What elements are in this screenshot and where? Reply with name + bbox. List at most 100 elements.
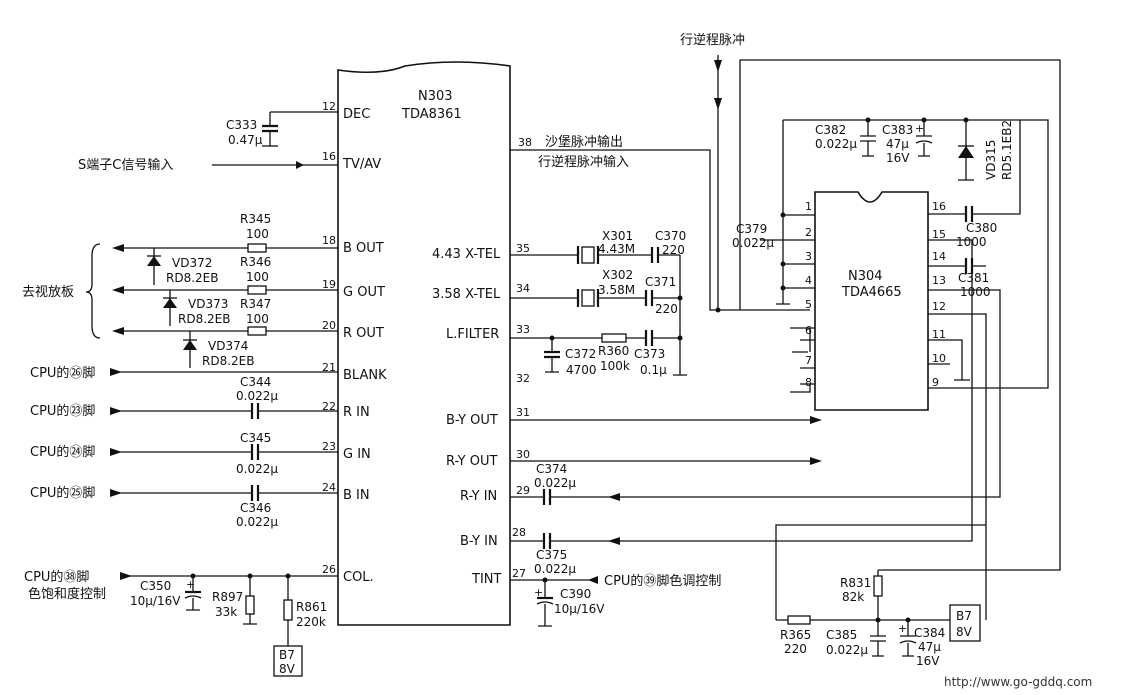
c384-ref: C384 — [914, 626, 945, 640]
n304-pin2: 2 — [805, 226, 812, 239]
n304-pin8: 8 — [805, 376, 812, 389]
x301-value: 4.43M — [598, 242, 635, 256]
c374-value: 0.022μ — [534, 476, 576, 490]
cpu26-label: CPU的㉖脚 — [30, 365, 95, 381]
c344-value: 0.022μ — [236, 389, 278, 403]
c375-ref: C375 — [536, 548, 567, 562]
lfilter-network: C372 4700 R360 100k C373 0.1μ — [510, 330, 680, 377]
x302-value: 3.58M — [598, 283, 635, 297]
crystal-network: X301 4.43M C370 220 X302 3.58M C371 220 — [510, 229, 687, 376]
pin-num-23: 23 — [322, 440, 336, 453]
pin-num-27: 27 — [512, 567, 526, 580]
b7-right-name: B7 — [956, 609, 972, 623]
vd374-value: RD8.2EB — [202, 354, 254, 368]
b7-left-box — [273, 645, 303, 677]
r897-ref: R897 — [212, 590, 243, 604]
flyback-in-label: 行逆程脉冲输入 — [538, 154, 629, 170]
c345-value: 0.022μ — [236, 462, 278, 476]
pin-name-byout: B-Y OUT — [446, 413, 498, 428]
c333-network: C333 0.47μ — [226, 111, 338, 147]
r345-value: 100 — [246, 227, 269, 241]
n304-pin4: 4 — [805, 274, 812, 287]
rgb-outputs: R345 100 VD372 RD8.2EB R346 100 VD373 RD… — [22, 212, 338, 368]
pin38-network: 沙堡脉冲输出 行逆程脉冲输入 行逆程脉冲 — [510, 32, 1061, 571]
n304-supply: C382 0.022μ + C383 47μ 16V VD315 RD5.1EB… — [732, 117, 1049, 389]
r346-symbol — [247, 285, 267, 295]
n303-ref: N303 — [418, 89, 453, 104]
supply-junction-1 — [865, 117, 871, 123]
x302-ref: X302 — [602, 268, 633, 282]
n304-pin6: 6 — [805, 324, 812, 337]
c333-value: 0.47μ — [228, 133, 263, 147]
pin-num-34: 34 — [516, 282, 530, 295]
pin-name-bout: B OUT — [343, 241, 384, 256]
n304-pin15: 15 — [932, 228, 946, 241]
n304-pin13: 13 — [932, 274, 946, 287]
c383-ref: C383 — [882, 123, 913, 137]
supply-junction-3 — [963, 117, 969, 123]
pin-name-443: 4.43 X-TEL — [432, 247, 501, 262]
cpu-inputs: CPU的㉖脚 CPU的㉓脚 C344 0.022μ CPU的㉔脚 C345 0.… — [30, 365, 338, 529]
b7-right-box — [949, 604, 981, 642]
vd372-ref: VD372 — [172, 256, 212, 270]
ic-n304: N304 TDA4665 1 2 3 4 5 6 7 8 16 15 14 13… — [783, 191, 946, 411]
r861-symbol — [283, 599, 293, 621]
col-network: CPU的㊳脚 色饱和度控制 + C350 10μ/16V R897 33k R8… — [24, 569, 338, 677]
c373-value: 0.1μ — [640, 363, 667, 377]
n304-junction-1 — [780, 212, 786, 218]
pin-num-26: 26 — [322, 563, 336, 576]
r345-symbol — [247, 243, 267, 253]
r861-value: 220k — [296, 615, 326, 629]
vd373-ref: VD373 — [188, 297, 228, 311]
c346-value: 0.022μ — [236, 515, 278, 529]
c370-value: 220 — [662, 243, 685, 257]
pin-name-358: 3.58 X-TEL — [432, 287, 501, 302]
r347-symbol — [247, 326, 267, 336]
tint-network: CPU的㊴脚色调控制 + C390 10μ/16V — [510, 573, 721, 627]
r347-ref: R347 — [240, 297, 271, 311]
r360-symbol — [601, 333, 627, 343]
cpu24-label: CPU的㉔脚 — [30, 444, 95, 460]
c379-ref: C379 — [736, 222, 767, 236]
b7-right-voltage: 8V — [956, 625, 973, 639]
pin-name-lfilter: L.FILTER — [446, 327, 499, 342]
svideo-input: S端子C信号输入 — [78, 157, 338, 173]
ic-n303: N303 TDA8361 DEC TV/AV B OUT G OUT R OUT… — [322, 61, 532, 626]
vd373-value: RD8.2EB — [178, 312, 230, 326]
n304-pin16: 16 — [932, 200, 946, 213]
n304-junction-4 — [780, 285, 786, 291]
r365-symbol — [787, 615, 811, 625]
r346-ref: R346 — [240, 255, 271, 269]
vd315-ref: VD315 — [984, 140, 998, 180]
flyback-junction — [715, 307, 721, 313]
pin-num-12: 12 — [322, 100, 336, 113]
c384-value: 47μ — [918, 640, 941, 654]
pin-num-21: 21 — [322, 361, 336, 374]
cpu39-label: CPU的㊴脚色调控制 — [604, 573, 721, 589]
c384-rating: 16V — [916, 654, 940, 668]
pin-num-20: 20 — [322, 319, 336, 332]
r365-value: 220 — [784, 642, 807, 656]
c379-value: 0.022μ — [732, 236, 774, 250]
pin-num-33: 33 — [516, 323, 530, 336]
c346-ref: C346 — [240, 501, 271, 515]
n304-pin9: 9 — [932, 376, 939, 389]
pin-name-rout: R OUT — [343, 326, 384, 341]
c383-plus: + — [915, 122, 924, 135]
c372-value: 4700 — [566, 363, 597, 377]
cpu38-label-2: 色饱和度控制 — [28, 586, 106, 602]
x302-symbol — [581, 289, 595, 307]
col-junction-2 — [247, 573, 253, 579]
n304-pin3: 3 — [805, 250, 812, 263]
x301-symbol — [581, 246, 595, 264]
color-diff-lines: C374 0.022μ C375 0.022μ — [510, 239, 1001, 576]
c383-rating: 16V — [886, 151, 910, 165]
svideo-label: S端子C信号输入 — [78, 157, 173, 173]
n304-part: TDA4665 — [841, 285, 902, 300]
r346-value: 100 — [246, 270, 269, 284]
pin-name-dec: DEC — [343, 107, 370, 122]
pin-name-blank: BLANK — [343, 368, 387, 383]
c371-ref: C371 — [645, 275, 676, 289]
c375-value: 0.022μ — [534, 562, 576, 576]
pin-name-byin: B-Y IN — [460, 534, 498, 549]
